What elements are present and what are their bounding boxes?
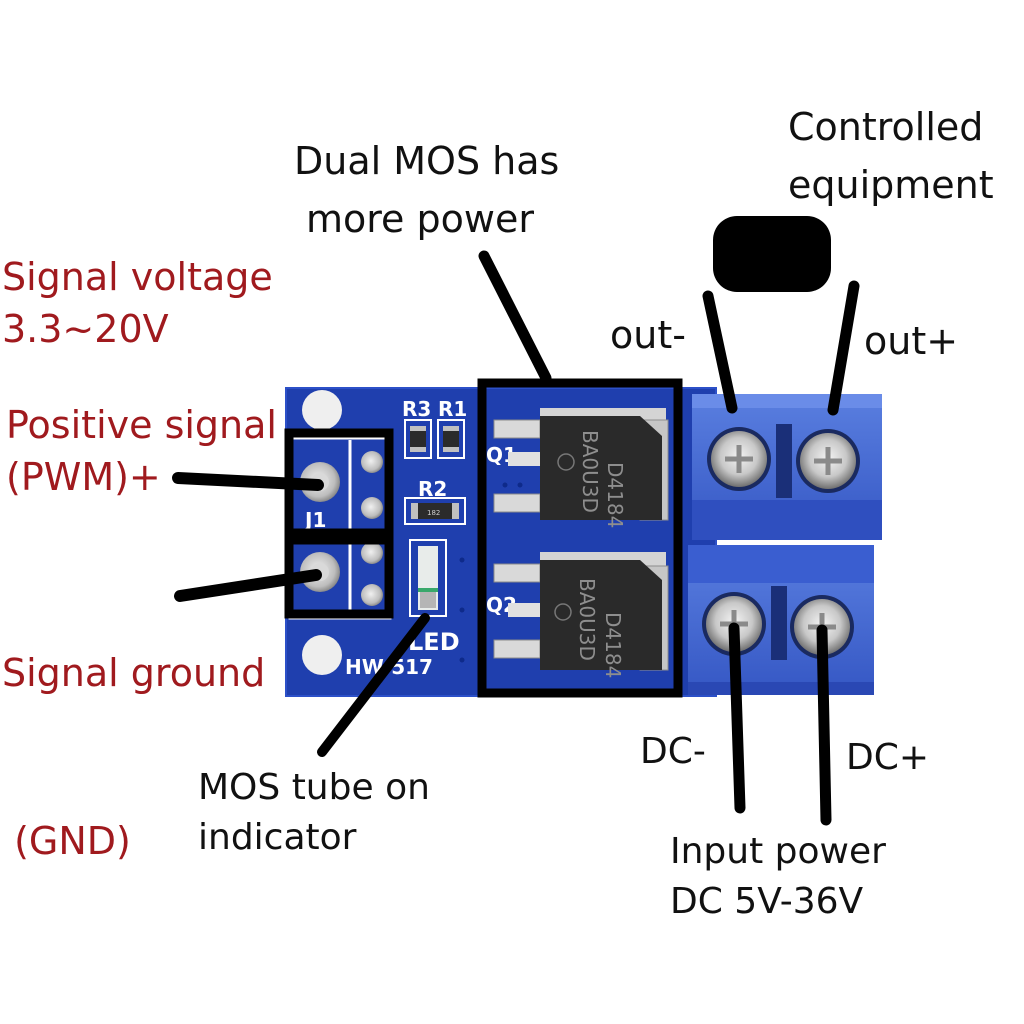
label-dc-minus: DC- bbox=[640, 731, 706, 772]
label-dual-mos: Dual MOS has more power bbox=[294, 132, 559, 248]
q1-marking-1: D4184 bbox=[603, 462, 627, 528]
controlled-equipment-line2: equipment bbox=[788, 163, 994, 207]
signal-ground-line2: (GND) bbox=[2, 819, 131, 863]
label-input-power: Input power DC 5V-36V bbox=[670, 824, 886, 930]
label-signal-voltage: Signal voltage 3.3~20V bbox=[2, 248, 273, 358]
signal-ground-line1: Signal ground bbox=[2, 651, 266, 695]
pointer-dc-plus bbox=[816, 624, 832, 826]
label-out-minus: out- bbox=[610, 313, 686, 357]
mosfet-q2: D4184 BA0U3D bbox=[493, 552, 669, 678]
r2-code: 182 bbox=[427, 509, 440, 517]
input-terminal-block bbox=[688, 545, 874, 695]
pointer-out-minus bbox=[702, 290, 738, 414]
label-positive-signal: Positive signal (PWM)+ bbox=[6, 396, 277, 506]
mos-indicator-line2: indicator bbox=[198, 817, 357, 858]
silk-r1: R1 bbox=[438, 397, 467, 421]
silk-r2: R2 bbox=[418, 477, 447, 501]
mosfet-q1: D4184 BA0U3D bbox=[493, 408, 669, 528]
signal-voltage-line1: Signal voltage bbox=[2, 255, 273, 299]
q2-marking-2: BA0U3D bbox=[575, 578, 599, 661]
pointer-led bbox=[317, 613, 430, 757]
q1-marking-2: BA0U3D bbox=[578, 430, 602, 513]
positive-signal-line2: (PWM)+ bbox=[6, 455, 161, 499]
silk-r3: R3 bbox=[402, 397, 431, 421]
controlled-equipment-icon bbox=[713, 216, 831, 292]
mounting-hole bbox=[302, 390, 342, 430]
signal-voltage-line2: 3.3~20V bbox=[2, 307, 169, 351]
silk-j1: J1 bbox=[303, 508, 326, 532]
controlled-equipment-line1: Controlled bbox=[788, 105, 984, 149]
positive-signal-line1: Positive signal bbox=[6, 403, 277, 447]
pointer-gnd bbox=[174, 569, 322, 602]
mounting-hole bbox=[302, 635, 342, 675]
pointer-dual-mos bbox=[478, 250, 552, 384]
label-mos-indicator: MOS tube on indicator bbox=[198, 760, 430, 866]
label-dc-plus: DC+ bbox=[846, 737, 930, 778]
input-power-line2: DC 5V-36V bbox=[670, 881, 864, 922]
highlight-box-dual-mos bbox=[477, 378, 683, 698]
dual-mos-line2: more power bbox=[306, 197, 534, 241]
input-power-line1: Input power bbox=[670, 831, 886, 872]
label-controlled-equipment: Controlled equipment bbox=[788, 98, 994, 214]
dual-mos-line1: Dual MOS has bbox=[294, 139, 560, 183]
mos-indicator-line1: MOS tube on bbox=[198, 767, 430, 808]
label-out-plus: out+ bbox=[864, 319, 959, 363]
pointer-out-plus bbox=[827, 280, 860, 416]
label-signal-ground: Signal ground (GND) bbox=[2, 528, 265, 928]
output-terminal-block bbox=[692, 394, 882, 540]
pointer-pwm bbox=[172, 472, 324, 491]
q2-marking-1: D4184 bbox=[601, 612, 625, 678]
pointer-lines bbox=[172, 250, 860, 826]
pointer-dc-minus bbox=[728, 622, 746, 814]
